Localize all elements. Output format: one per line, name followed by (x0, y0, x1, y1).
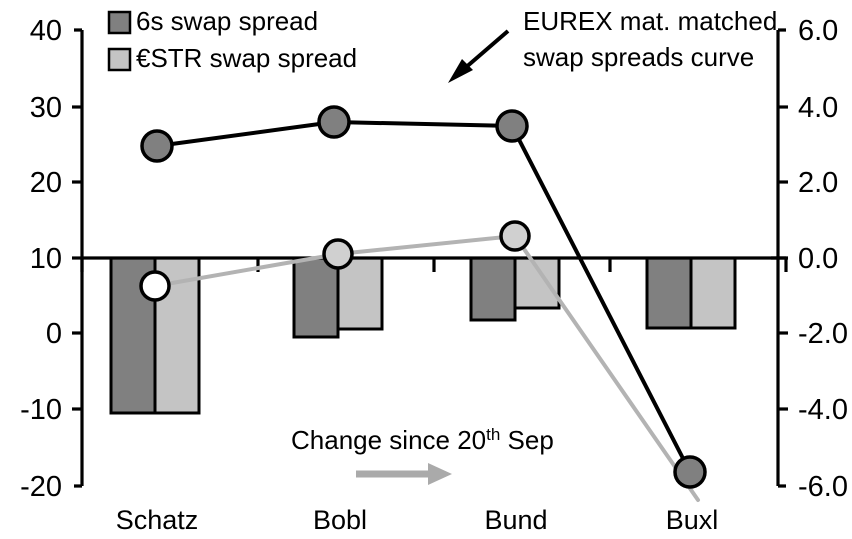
eurex-callout-line1: EUREX mat. matched (523, 6, 777, 36)
legend-swatch-6s (107, 10, 132, 35)
x-axis-ticks (80, 258, 788, 272)
change-since-marker-bund (499, 220, 531, 252)
bar-buxl-6s (645, 256, 693, 330)
change-since-polyline (153, 234, 700, 502)
bar-group-buxl (645, 256, 737, 330)
series-eurex-curve (140, 105, 707, 489)
series-change-since-line (139, 220, 700, 502)
category-label-schatz: Schatz (116, 505, 199, 535)
bar-bobl-estr (336, 256, 384, 331)
right-tick-label-neg4: -4.0 (798, 394, 848, 426)
annotation-change-since: Change since 20th Sep (291, 425, 554, 485)
right-tick-label-0: 0.0 (798, 243, 838, 275)
category-label-buxl: Buxl (666, 505, 719, 535)
bar-bund-6s (469, 256, 517, 322)
category-label-bobl: Bobl (313, 505, 367, 535)
change-since-marker-schatz (139, 270, 171, 302)
change-since-tail: Sep (500, 425, 554, 455)
chart-legend: 6s swap spread €STR swap spread (107, 6, 357, 73)
left-tick-label-10: 10 (30, 243, 62, 275)
left-tick-label-40: 40 (30, 15, 62, 47)
change-since-main: Change since 20 (291, 425, 486, 455)
right-tick-label-neg2: -2.0 (798, 318, 848, 350)
eurex-callout-arrow-icon (448, 29, 510, 83)
bar-group-bund (469, 256, 561, 322)
eurex-curve-polyline (155, 120, 692, 474)
left-axis: 40 30 20 10 0 -10 -20 (20, 15, 84, 503)
x-axis-category-labels: Schatz Bobl Bund Buxl (116, 505, 719, 535)
category-label-bund: Bund (484, 505, 547, 535)
eurex-marker-schatz (140, 129, 174, 163)
change-since-text: Change since 20th Sep (291, 425, 554, 455)
right-tick-label-neg6: -6.0 (798, 471, 848, 503)
right-tick-label-2: 2.0 (798, 167, 838, 199)
annotation-eurex-callout: EUREX mat. matched swap spreads curve (448, 6, 777, 83)
left-tick-label-neg10: -10 (20, 394, 62, 426)
legend-label-6s: 6s swap spread (136, 6, 318, 36)
left-tick-label-0: 0 (46, 318, 62, 350)
eurex-marker-bund (495, 109, 529, 143)
bar-group-bobl (292, 256, 384, 339)
left-tick-label-neg20: -20 (20, 471, 62, 503)
eurex-marker-bobl (317, 105, 351, 139)
legend-swatch-estr (107, 47, 132, 72)
change-since-sup: th (486, 425, 500, 444)
right-axis: 6.0 4.0 2.0 0.0 -2.0 -4.0 -6.0 (771, 15, 848, 503)
left-tick-label-20: 20 (30, 167, 62, 199)
right-tick-label-6: 6.0 (798, 15, 838, 47)
change-since-marker-bobl (322, 238, 354, 270)
bar-buxl-estr (689, 256, 737, 330)
right-tick-label-4: 4.0 (798, 92, 838, 124)
eurex-callout-line2: swap spreads curve (523, 42, 754, 72)
left-tick-label-30: 30 (30, 92, 62, 124)
bar-bobl-6s (292, 256, 340, 339)
legend-label-estr: €STR swap spread (136, 43, 357, 73)
change-since-arrow-icon (356, 463, 452, 485)
eurex-marker-buxl (673, 455, 707, 489)
